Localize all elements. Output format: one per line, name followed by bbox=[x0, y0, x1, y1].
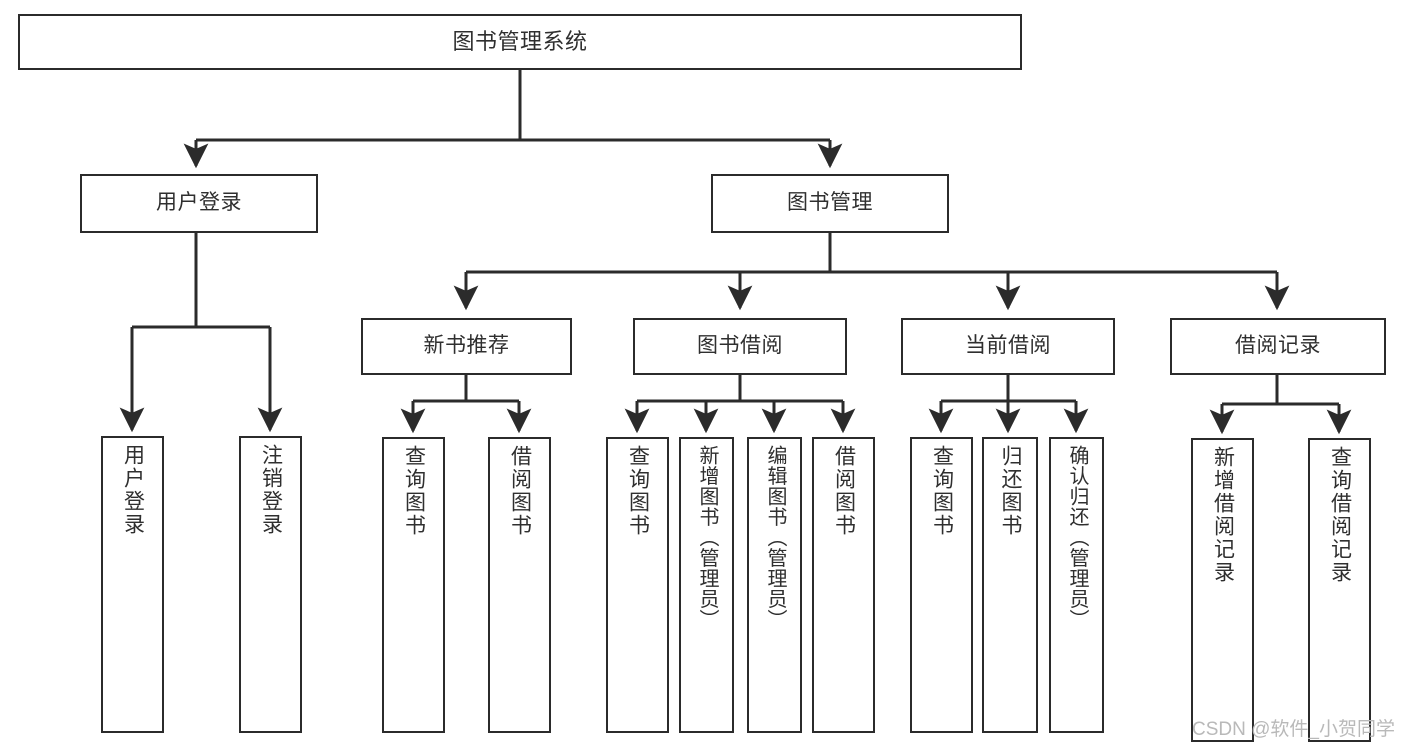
node-root[interactable]: 图书管理系统 bbox=[18, 14, 1022, 70]
node-current-borrow[interactable]: 当前借阅 bbox=[901, 318, 1115, 375]
node-borrow-record[interactable]: 借阅记录 bbox=[1170, 318, 1386, 375]
node-leaf-query-book-1[interactable]: 查询图书 bbox=[382, 437, 445, 733]
node-leaf-borrow-book-2-label: 借阅图书 bbox=[832, 445, 856, 537]
node-leaf-return-book-label: 归还图书 bbox=[999, 445, 1023, 537]
node-leaf-user-logout-label: 注销登录 bbox=[259, 444, 283, 536]
node-user-login[interactable]: 用户登录 bbox=[80, 174, 318, 233]
node-leaf-add-book-label: 新增图书（管理员） bbox=[696, 445, 718, 630]
node-book-manage[interactable]: 图书管理 bbox=[711, 174, 949, 233]
node-leaf-add-record[interactable]: 新增借阅记录 bbox=[1191, 438, 1254, 742]
node-root-label: 图书管理系统 bbox=[452, 29, 588, 55]
csdn-watermark: CSDN @软件_小贺同学 bbox=[1192, 719, 1395, 740]
node-leaf-user-login[interactable]: 用户登录 bbox=[101, 436, 164, 733]
node-leaf-borrow-book-1[interactable]: 借阅图书 bbox=[488, 437, 551, 733]
node-leaf-query-record[interactable]: 查询借阅记录 bbox=[1308, 438, 1371, 742]
node-leaf-confirm-return[interactable]: 确认归还（管理员） bbox=[1049, 437, 1104, 733]
node-book-manage-label: 图书管理 bbox=[787, 191, 873, 215]
node-leaf-edit-book[interactable]: 编辑图书（管理员） bbox=[747, 437, 802, 733]
node-leaf-user-login-label: 用户登录 bbox=[121, 444, 145, 536]
node-leaf-return-book[interactable]: 归还图书 bbox=[982, 437, 1038, 733]
node-leaf-query-record-label: 查询借阅记录 bbox=[1328, 446, 1352, 584]
node-current-borrow-label: 当前借阅 bbox=[965, 334, 1051, 358]
node-leaf-borrow-book-1-label: 借阅图书 bbox=[508, 445, 532, 537]
node-book-borrow-label: 图书借阅 bbox=[697, 334, 783, 358]
node-leaf-query-book-3-label: 查询图书 bbox=[930, 445, 954, 537]
node-leaf-borrow-book-2[interactable]: 借阅图书 bbox=[812, 437, 875, 733]
node-leaf-add-record-label: 新增借阅记录 bbox=[1211, 446, 1235, 584]
node-new-book-rec[interactable]: 新书推荐 bbox=[361, 318, 572, 375]
node-user-login-label: 用户登录 bbox=[156, 191, 242, 215]
node-borrow-record-label: 借阅记录 bbox=[1235, 334, 1321, 358]
node-leaf-query-book-2-label: 查询图书 bbox=[626, 445, 650, 537]
node-new-book-rec-label: 新书推荐 bbox=[423, 334, 510, 358]
node-leaf-user-logout[interactable]: 注销登录 bbox=[239, 436, 302, 733]
node-book-borrow[interactable]: 图书借阅 bbox=[633, 318, 847, 375]
node-leaf-confirm-return-label: 确认归还（管理员） bbox=[1066, 445, 1088, 630]
node-leaf-query-book-3[interactable]: 查询图书 bbox=[910, 437, 973, 733]
node-leaf-query-book-1-label: 查询图书 bbox=[402, 445, 426, 537]
node-leaf-add-book[interactable]: 新增图书（管理员） bbox=[679, 437, 734, 733]
node-leaf-query-book-2[interactable]: 查询图书 bbox=[606, 437, 669, 733]
node-leaf-edit-book-label: 编辑图书（管理员） bbox=[764, 445, 786, 630]
